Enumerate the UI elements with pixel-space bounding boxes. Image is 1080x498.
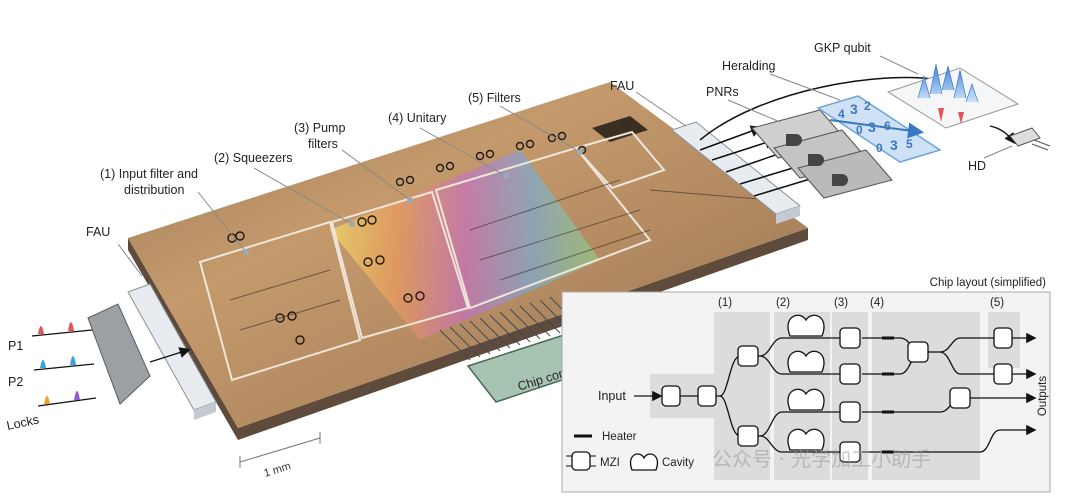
gkp-qubit-plot xyxy=(886,63,1020,129)
legend-mzi-symbol xyxy=(571,451,591,471)
count-4: 3 xyxy=(868,119,876,135)
heralding-panel: 4 3 2 0 3 6 0 3 5 xyxy=(816,95,942,163)
pnr-detector-icon-3 xyxy=(832,174,848,186)
mzi-upper xyxy=(737,345,759,367)
pulse-p1-b xyxy=(68,322,74,331)
count-6: 0 xyxy=(876,141,883,155)
cavity-2 xyxy=(787,350,825,373)
pulse-lock-a xyxy=(44,396,50,404)
p2-label: P2 xyxy=(8,375,23,389)
cavity-3 xyxy=(787,388,825,411)
region-input-filter xyxy=(198,220,362,382)
fau-left xyxy=(127,283,217,420)
stage-1-label: (1) xyxy=(718,297,732,309)
cavity-4 xyxy=(787,428,825,451)
inset-input-label: Input xyxy=(598,389,626,403)
heralding-label: Heralding xyxy=(722,59,776,73)
pulse-p2-a xyxy=(40,360,46,368)
count-0: 4 xyxy=(838,107,845,121)
inset-legend: Heater MZI Cavity xyxy=(566,431,694,471)
mzi-input xyxy=(661,385,681,407)
locks-label: Locks xyxy=(5,412,40,432)
mzi-unitary-1 xyxy=(907,341,929,363)
legend-cavity-label: Cavity xyxy=(662,457,694,469)
region-unitary xyxy=(434,146,652,310)
input-filter-label-2: distribution xyxy=(124,183,184,197)
mzi-filter-1 xyxy=(993,327,1013,349)
chip-cavity-marks xyxy=(227,131,587,345)
inset-mzis xyxy=(661,327,1013,463)
mzi-unitary-2 xyxy=(949,387,971,409)
pnrs-label: PNRs xyxy=(706,85,739,99)
pnr-detector-icon-2 xyxy=(808,154,824,166)
inset-outputs-label: Outputs xyxy=(1037,376,1049,417)
photon-counts: 4 3 2 0 3 6 0 3 5 xyxy=(838,99,913,155)
gkp-qubit-label: GKP qubit xyxy=(814,41,871,55)
region-squeezers-pumps xyxy=(330,190,470,340)
inset-heaters xyxy=(882,336,894,454)
fau-left-label: FAU xyxy=(86,225,110,239)
count-7: 3 xyxy=(890,137,898,153)
legend-cavity-symbol xyxy=(629,453,659,471)
stage-3-label: (3) xyxy=(834,297,848,309)
unitary-label: (4) Unitary xyxy=(388,111,447,125)
callout-dots xyxy=(243,149,583,255)
pnr-detectors xyxy=(751,109,893,199)
mzi-lower xyxy=(737,425,759,447)
photonic-chip xyxy=(128,82,808,440)
hd-label: HD xyxy=(968,159,986,173)
legend-mzi-label: MZI xyxy=(600,457,620,469)
mzi-pump-2 xyxy=(839,363,861,385)
mzi-split xyxy=(697,385,717,407)
stage-5-label: (5) xyxy=(990,297,1004,309)
stage-4-label: (4) xyxy=(870,297,884,309)
inset-title: Chip layout (simplified) xyxy=(930,277,1046,289)
scale-label: 1 mm xyxy=(262,460,292,480)
stage-2-label: (2) xyxy=(776,297,790,309)
chip-dark-pad xyxy=(592,116,648,142)
mzi-filter-2 xyxy=(993,363,1013,385)
pulse-lock-b xyxy=(74,391,80,400)
pnr-detector-icon-1 xyxy=(786,134,802,146)
p1-label: P1 xyxy=(8,339,23,353)
fau-right-label: FAU xyxy=(610,79,634,93)
watermark-text: 公众号 · 光学加工小助手 xyxy=(712,447,931,471)
pulse-p1-a xyxy=(38,326,44,334)
cavity-1 xyxy=(787,314,825,337)
count-5: 6 xyxy=(884,119,891,133)
legend-heater-label: Heater xyxy=(602,431,637,443)
output-fibers xyxy=(699,76,941,197)
count-3: 0 xyxy=(856,123,863,137)
mzi-pump-3 xyxy=(839,401,861,423)
filters-label: (5) Filters xyxy=(468,91,521,105)
input-combiner xyxy=(31,303,191,407)
pump-filters-label-2: filters xyxy=(308,137,338,151)
input-filter-label-1: (1) Input filter and xyxy=(100,167,198,181)
pump-filters-label-1: (3) Pump xyxy=(294,121,345,135)
inset-output-arrows xyxy=(1026,332,1037,436)
mzi-pump-4 xyxy=(839,441,861,463)
region-filters xyxy=(574,130,666,190)
count-1: 3 xyxy=(850,101,858,117)
count-8: 5 xyxy=(906,137,913,151)
scale-bar: 1 mm xyxy=(239,432,321,480)
callouts xyxy=(117,55,1013,277)
squeezers-label: (2) Squeezers xyxy=(214,151,293,165)
chip-bond-wires xyxy=(439,296,581,361)
inset-cavities xyxy=(787,314,825,451)
mzi-pump-1 xyxy=(839,327,861,349)
chip-waveguides xyxy=(229,179,771,331)
chip-layout-inset: Chip layout (simplified) (1) (2) (3) (4)… xyxy=(561,277,1051,493)
stage-1-shade-b xyxy=(714,312,770,480)
chip-iridescence xyxy=(330,150,600,340)
pulse-p2-b xyxy=(70,356,76,365)
hd-detector xyxy=(989,125,1051,151)
count-2: 2 xyxy=(864,99,871,113)
